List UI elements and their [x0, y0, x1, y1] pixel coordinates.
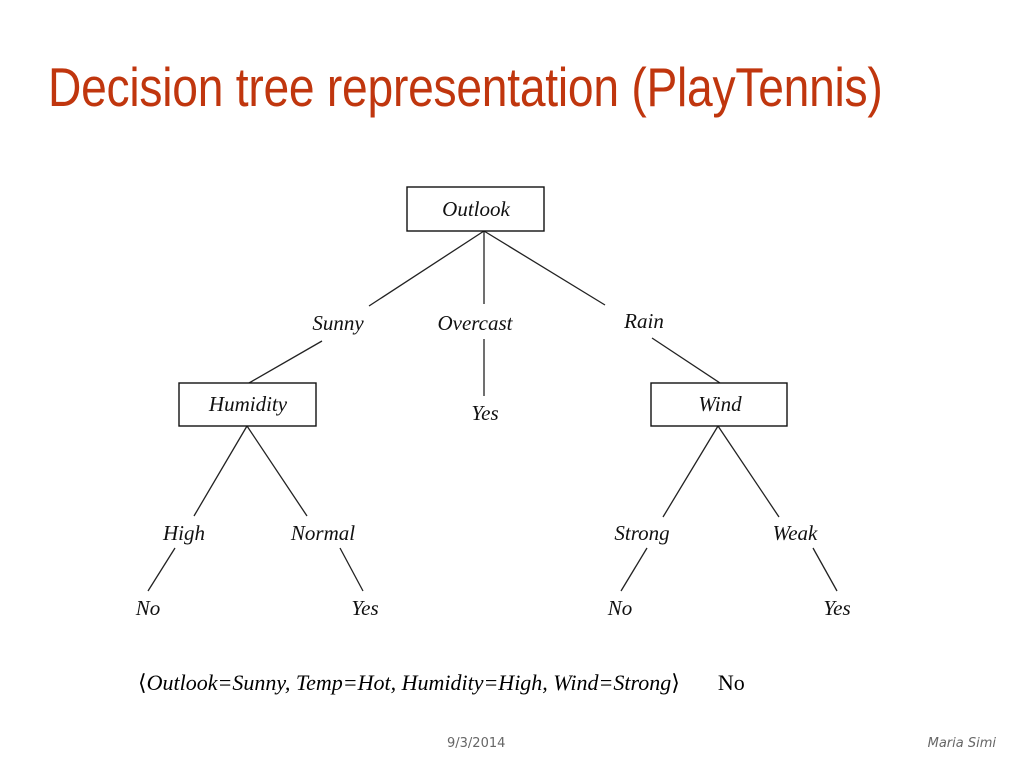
leaf-label-overcast-yes: Yes [471, 401, 498, 425]
leaf-label-normal-yes: Yes [351, 596, 378, 620]
edge-strong-no [620, 547, 648, 592]
branch-label-rain: Rain [623, 309, 664, 333]
branch-label-high: High [162, 521, 205, 545]
edge-wind-weak [717, 425, 780, 518]
decision-tree-diagram: Outlook Humidity Wind Sunny Overcast Rai… [135, 186, 851, 620]
example-close-angle: ⟩ [671, 670, 680, 695]
node-box-humidity [178, 382, 317, 427]
footer-date: 9/3/2014 [447, 736, 506, 751]
branch-label-strong: Strong [614, 521, 669, 545]
node-box-wind [650, 382, 788, 427]
example-open-angle: ⟨ [138, 670, 147, 695]
edge-humidity-high [193, 425, 248, 517]
edge-sunny-humidity [248, 340, 323, 384]
branch-label-sunny: Sunny [312, 311, 364, 335]
leaf-label-high-no: No [135, 596, 161, 620]
branch-label-overcast: Overcast [437, 311, 513, 335]
footer-author: Maria Simi [927, 736, 996, 751]
edge-outlook-rain [483, 230, 606, 306]
branch-label-normal: Normal [290, 521, 355, 545]
edge-humidity-normal [246, 425, 308, 517]
node-box-outlook [406, 186, 545, 232]
edge-high-no [147, 547, 176, 592]
example-tuple: Outlook=Sunny, Temp=Hot, Humidity=High, … [146, 670, 672, 695]
leaf-label-strong-no: No [607, 596, 633, 620]
example-result: No [717, 670, 745, 695]
edge-outlook-sunny [368, 230, 485, 307]
node-label-humidity: Humidity [208, 392, 288, 416]
example-instance: ⟨Outlook=Sunny, Temp=Hot, Humidity=High,… [138, 666, 745, 700]
node-label-wind: Wind [698, 392, 742, 416]
edge-wind-strong [662, 425, 719, 518]
slide-title: Decision tree representation (PlayTennis… [48, 56, 883, 118]
branch-label-weak: Weak [773, 521, 818, 545]
edge-weak-yes [812, 547, 838, 592]
edge-rain-wind [651, 337, 721, 384]
edge-normal-yes [339, 547, 364, 592]
node-label-outlook: Outlook [442, 197, 510, 221]
leaf-label-weak-yes: Yes [823, 596, 850, 620]
